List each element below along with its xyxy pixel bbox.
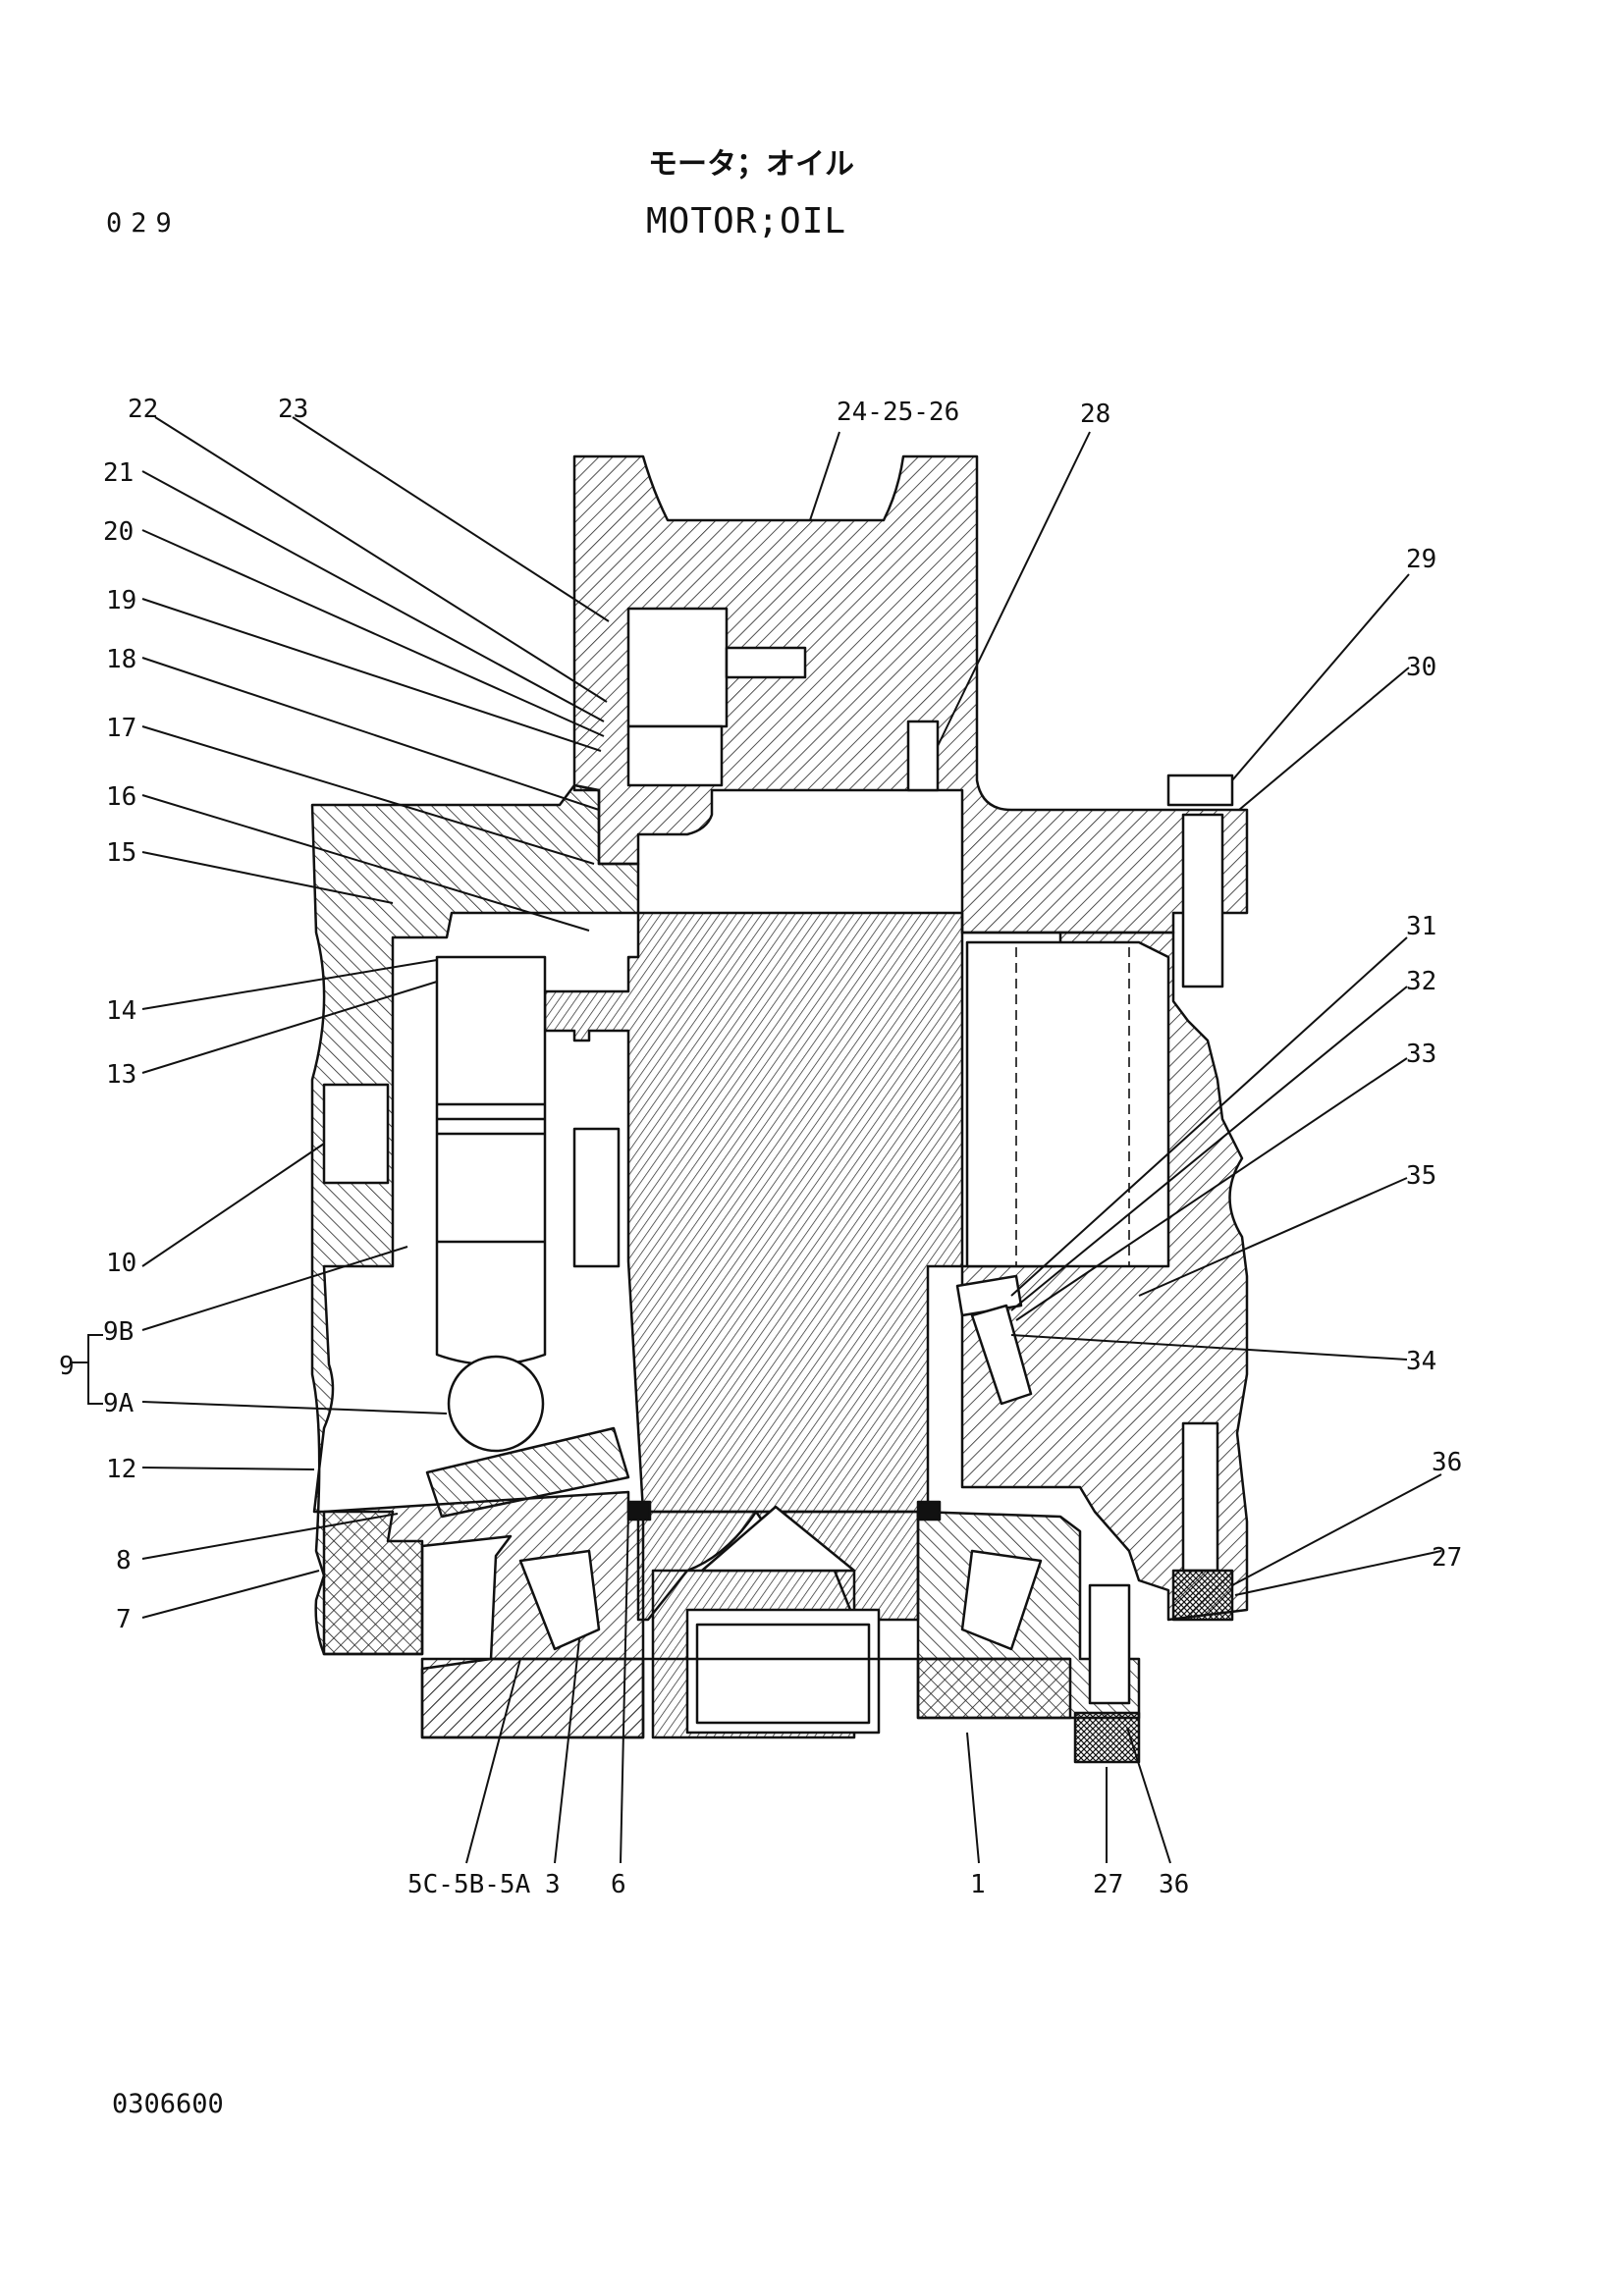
callout-35: 35	[1406, 1161, 1436, 1191]
callout-9A: 9A	[103, 1389, 135, 1418]
drawing-number: 0306600	[112, 2089, 224, 2119]
callout-5C-5B-5A: 5C-5B-5A	[407, 1870, 531, 1899]
page-number: 029	[106, 208, 181, 239]
title-japanese: モータ；オイル	[648, 147, 854, 182]
callout-9: 9	[59, 1352, 75, 1381]
callout-27-right: 27	[1432, 1543, 1462, 1573]
callout-36-bottom: 36	[1159, 1870, 1189, 1899]
callout-18: 18	[106, 645, 136, 674]
callout-36-right: 36	[1432, 1448, 1462, 1477]
callout-20: 20	[103, 517, 134, 547]
swash-plate	[425, 1426, 630, 1519]
drawing-body	[310, 454, 1249, 1764]
callout-8: 8	[116, 1546, 132, 1575]
callout-3: 3	[545, 1870, 561, 1899]
callout-10: 10	[106, 1249, 136, 1278]
callout-19: 19	[106, 586, 136, 615]
plug-27-bottom	[1073, 1711, 1141, 1764]
callout-1: 1	[970, 1870, 986, 1899]
right-bore	[965, 940, 1170, 1268]
callout-labels: 22 23 24-25-26 28 29 30 21 20 19 18 17 1…	[59, 395, 1462, 1899]
base-plate	[420, 1657, 645, 1739]
callout-24-25-26: 24-25-26	[837, 398, 959, 427]
callout-33: 33	[1406, 1040, 1436, 1069]
right-bearing-roller	[960, 1549, 1043, 1651]
left-bearing-roller	[518, 1549, 601, 1651]
callout-13: 13	[106, 1060, 136, 1090]
callout-23: 23	[278, 395, 308, 424]
callout-16: 16	[106, 782, 136, 812]
callout-12: 12	[106, 1455, 136, 1484]
callout-31: 31	[1406, 912, 1436, 941]
callout-34: 34	[1406, 1347, 1436, 1376]
callout-6: 6	[611, 1870, 626, 1899]
title-english: MOTOR;OIL	[646, 201, 847, 241]
top-cover	[572, 454, 1249, 934]
callout-9B: 9B	[103, 1317, 134, 1347]
piston	[435, 955, 547, 1366]
callout-27-bottom: 27	[1093, 1870, 1123, 1899]
callout-29: 29	[1406, 545, 1436, 574]
callout-22: 22	[128, 395, 158, 424]
relief-valve-plug	[626, 607, 729, 728]
plug-27-right	[1171, 1569, 1234, 1622]
cylinder-block	[543, 911, 964, 1519]
leader-lines	[71, 416, 1442, 1864]
callout-15: 15	[106, 838, 136, 868]
callout-30: 30	[1406, 653, 1436, 682]
callout-28: 28	[1080, 400, 1110, 429]
callout-14: 14	[106, 996, 136, 1026]
bolt-29	[1166, 774, 1234, 807]
callout-21: 21	[103, 458, 134, 488]
callout-32: 32	[1406, 967, 1436, 996]
callout-17: 17	[106, 714, 136, 743]
ball-joint	[447, 1355, 545, 1453]
callout-7: 7	[116, 1605, 132, 1634]
